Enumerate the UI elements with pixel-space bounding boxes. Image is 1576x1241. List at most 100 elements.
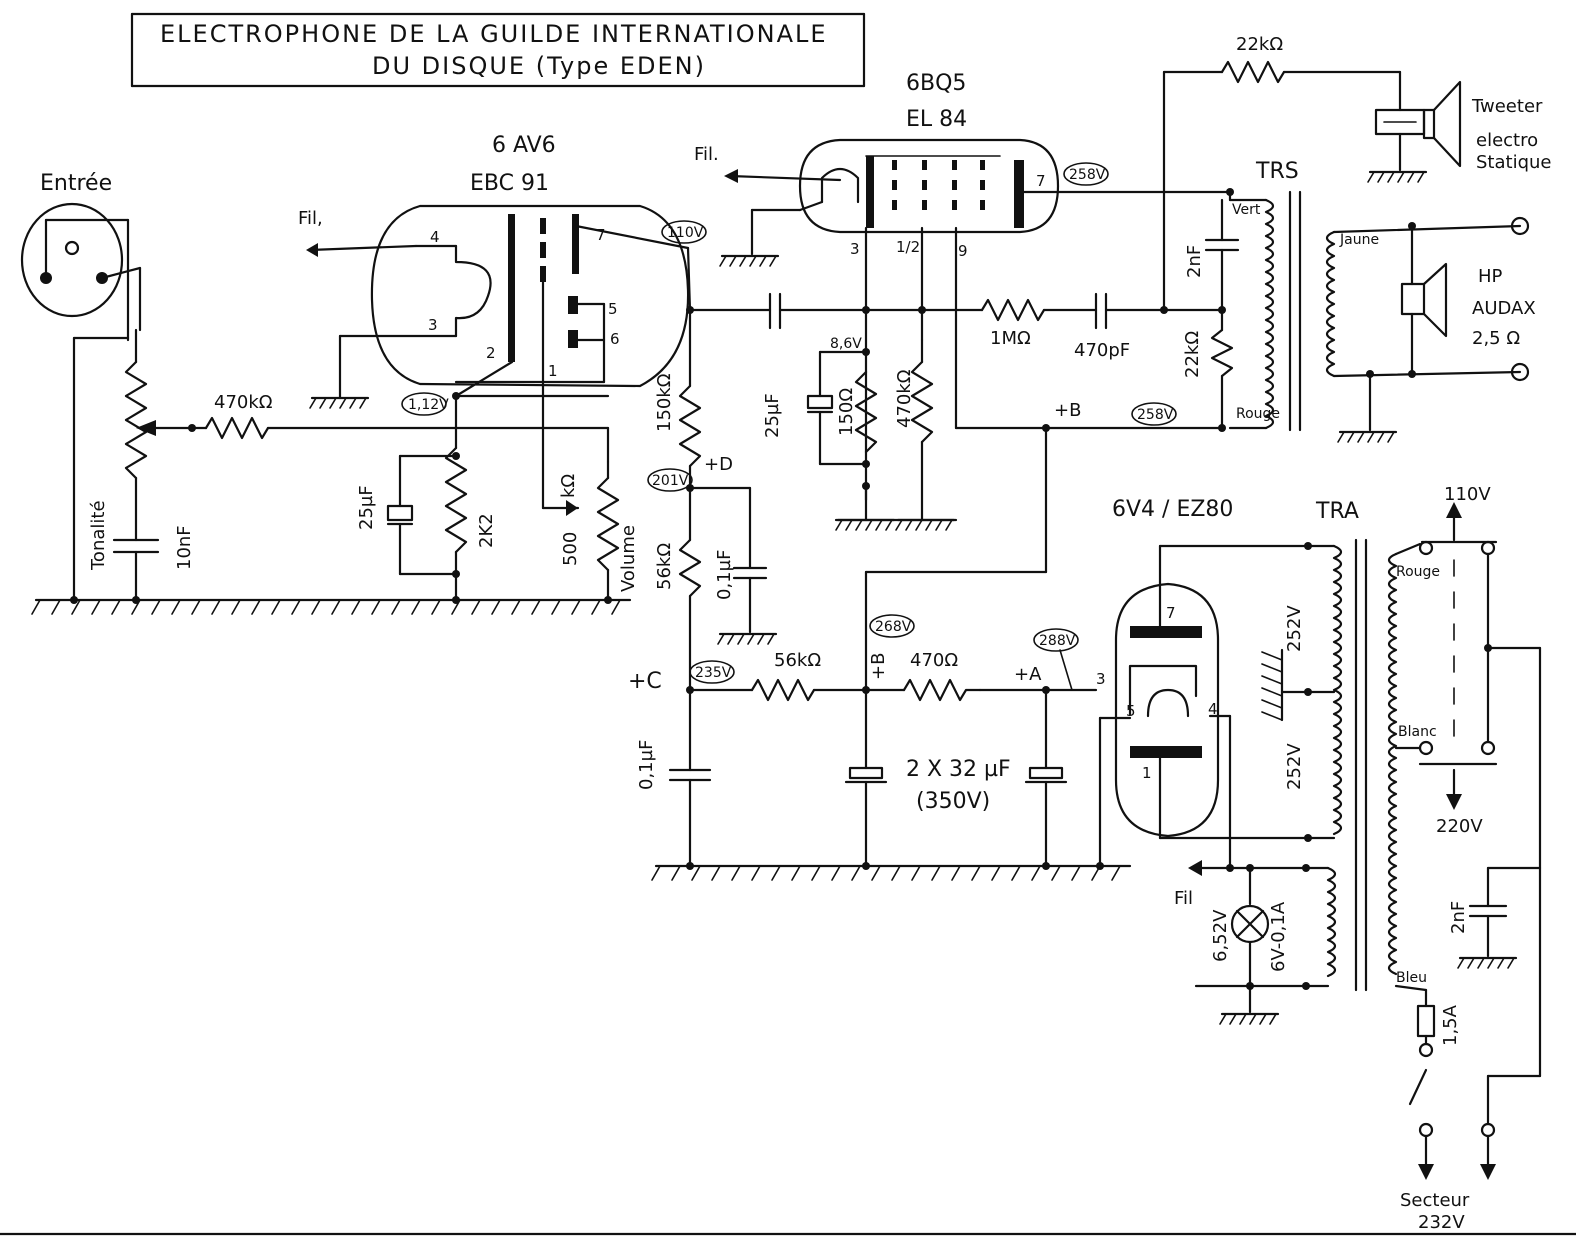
tra-label: TRA (1315, 499, 1359, 524)
ebc91-pin-5: 5 (608, 300, 618, 318)
vol-pot-value: 500 (560, 532, 581, 566)
tube-ebc91: 6 AV6 EBC 91 4 3 2 7 5 6 1 (338, 133, 690, 388)
title-line-1: ELECTROPHONE DE LA GUILDE INTERNATIONALE (160, 20, 828, 48)
c-filter-label: 2 X 32 µF (906, 757, 1011, 782)
ez80-name: 6V4 / EZ80 (1112, 497, 1233, 522)
v-plus-d: 201V (652, 473, 689, 489)
c-tone-label: 10nF (174, 525, 195, 570)
plus-a-label: +A (1014, 664, 1042, 685)
v-a: 288V (1039, 633, 1076, 649)
rouge-label-1: Rouge (1236, 406, 1280, 422)
r-in-label: 470kΩ (214, 392, 273, 413)
c-01-label: 0,1µF (636, 740, 657, 790)
ebc91-name-2: EBC 91 (470, 171, 549, 196)
v-cathode-2: 8,6V (830, 336, 862, 352)
tweeter-label-1: Tweeter (1471, 96, 1543, 117)
cathode-1-network: 25µF 2K2 (356, 446, 497, 604)
anode-load-1: 150kΩ +D 201V 56kΩ 0,1µF (647, 308, 778, 692)
hv-winding-1: 252V (1284, 605, 1305, 652)
r-load1-label: 150kΩ (654, 373, 675, 432)
power-supply-filter: +C +A +B 56kΩ 470Ω 235V 268V 288V 0,1µF … (628, 614, 1132, 870)
v-anode-1-badge: 110V (661, 220, 707, 244)
fil-label-3: Fil (1174, 888, 1193, 909)
bleu-label: Bleu (1396, 970, 1427, 986)
r-k1-label: 2K2 (476, 513, 497, 548)
heater-circuit: Fil 6,52V 6V-0,1A (1174, 860, 1337, 1026)
volume-potentiometer: kΩ 500 Volume (541, 460, 639, 604)
hp-label-3: 2,5 Ω (1472, 328, 1520, 349)
tweeter-label-2: electro (1476, 130, 1538, 151)
c-470-label: 470pF (1074, 340, 1130, 361)
tube-ez80: 6V4 / EZ80 7 3 5 4 1 (1096, 497, 1310, 870)
tweeter-electrostatic: Tweeter electro Statique (1366, 70, 1551, 184)
ebc91-pin-1: 1 (548, 362, 558, 380)
ground-rail-right-hatch (651, 865, 1121, 881)
hv-winding-2: 252V (1284, 743, 1305, 790)
v220-label: 220V (1436, 816, 1483, 837)
r-g2-label: 470kΩ (894, 369, 915, 428)
ebc91-pin-2: 2 (486, 344, 496, 362)
v-heater: 6,52V (1210, 909, 1231, 962)
ez80-pin-7: 7 (1166, 604, 1176, 622)
vol-pot-unit: kΩ (558, 474, 579, 498)
v110-label: 110V (1444, 484, 1491, 505)
c-k1-label: 25µF (356, 485, 377, 530)
tweeter-label-3: Statique (1476, 152, 1551, 173)
c-k2-label: 25µF (762, 393, 783, 438)
v-anode-2: 258V (1069, 167, 1106, 183)
rouge-label-2: Rouge (1396, 564, 1440, 580)
primary-rc-network: 2nF 22kΩ (1182, 188, 1240, 432)
plus-c-label: +C (628, 669, 662, 694)
el84-pin-9: 9 (958, 242, 968, 260)
r-470-label: 470Ω (910, 650, 958, 671)
tone-potentiometer: Tonalité (88, 328, 156, 571)
secteur-voltage: 232V (1418, 1212, 1465, 1233)
tube-el84: 6BQ5 EL 84 3 1/2 9 7 (798, 71, 1060, 260)
fuse-label: 1,5A (1440, 1004, 1461, 1046)
lamp-label: 6V-0,1A (1268, 901, 1289, 972)
power-transformer-tra: TRA 252V 252V Rouge Blanc Bleu (1261, 499, 1440, 992)
v-anode-1: 110V (667, 225, 704, 241)
mains-voltage-selector: 110V 220V 2nF (1418, 484, 1542, 1078)
hp-label-2: AUDAX (1472, 298, 1536, 319)
ez80-pin-5: 5 (1126, 702, 1136, 720)
r-k2-label: 150Ω (836, 388, 857, 436)
v-anode-2-badge: 258V (1063, 162, 1109, 186)
fil-label-1: Fil, (298, 208, 323, 229)
el84-pin-1-2: 1/2 (896, 238, 920, 256)
trs-label: TRS (1255, 159, 1299, 184)
ground-rail-hatch (31, 599, 621, 615)
r-dec1-label: 56kΩ (654, 543, 675, 590)
vert-label: Vert (1232, 202, 1261, 218)
ez80-pin-4: 4 (1208, 700, 1218, 718)
title-line-2: DU DISQUE (Type EDEN) (372, 52, 706, 80)
v-plus-b: 258V (1137, 407, 1174, 423)
loudspeaker-hp: HP AUDAX 2,5 Ω (1336, 222, 1536, 444)
jaune-label: Jaune (1339, 232, 1379, 248)
ebc91-pin-4: 4 (430, 228, 440, 246)
input-resistor: 470kΩ (154, 392, 610, 440)
volume-label: Volume (618, 525, 639, 592)
v-cathode-1: 1,12V (408, 397, 449, 413)
c-2nf-label: 2nF (1184, 245, 1205, 278)
feedback-network: 1MΩ 470pF 22kΩ (980, 34, 1402, 361)
c-2nf-mains-label: 2nF (1448, 901, 1469, 934)
v-cathode-1-badge: 1,12V (401, 392, 449, 416)
secteur-label: Secteur (1400, 1190, 1470, 1211)
cathode-2-network: 8,6V 25µF 150Ω 470kΩ (762, 336, 958, 532)
ebc91-pin-3: 3 (428, 316, 438, 334)
tone-capacitor: 10nF (112, 525, 195, 602)
r-22k-label: 22kΩ (1182, 331, 1203, 378)
ez80-pin-1: 1 (1142, 764, 1152, 782)
el84-pin-7: 7 (1036, 172, 1046, 190)
mains-input: 1,5A Secteur 232V (1400, 988, 1542, 1233)
ebc91-pin-7: 7 (596, 226, 606, 244)
el84-name-1: 6BQ5 (906, 71, 966, 96)
v-b: 268V (875, 619, 912, 635)
tonalite-label: Tonalité (88, 500, 109, 571)
plus-d-label: +D (704, 454, 733, 475)
v-plus-c: 235V (695, 665, 732, 681)
fil-label-2: Fil. (694, 144, 719, 165)
r-22k-top-label: 22kΩ (1236, 34, 1283, 55)
input-socket: Entrée (20, 171, 142, 602)
